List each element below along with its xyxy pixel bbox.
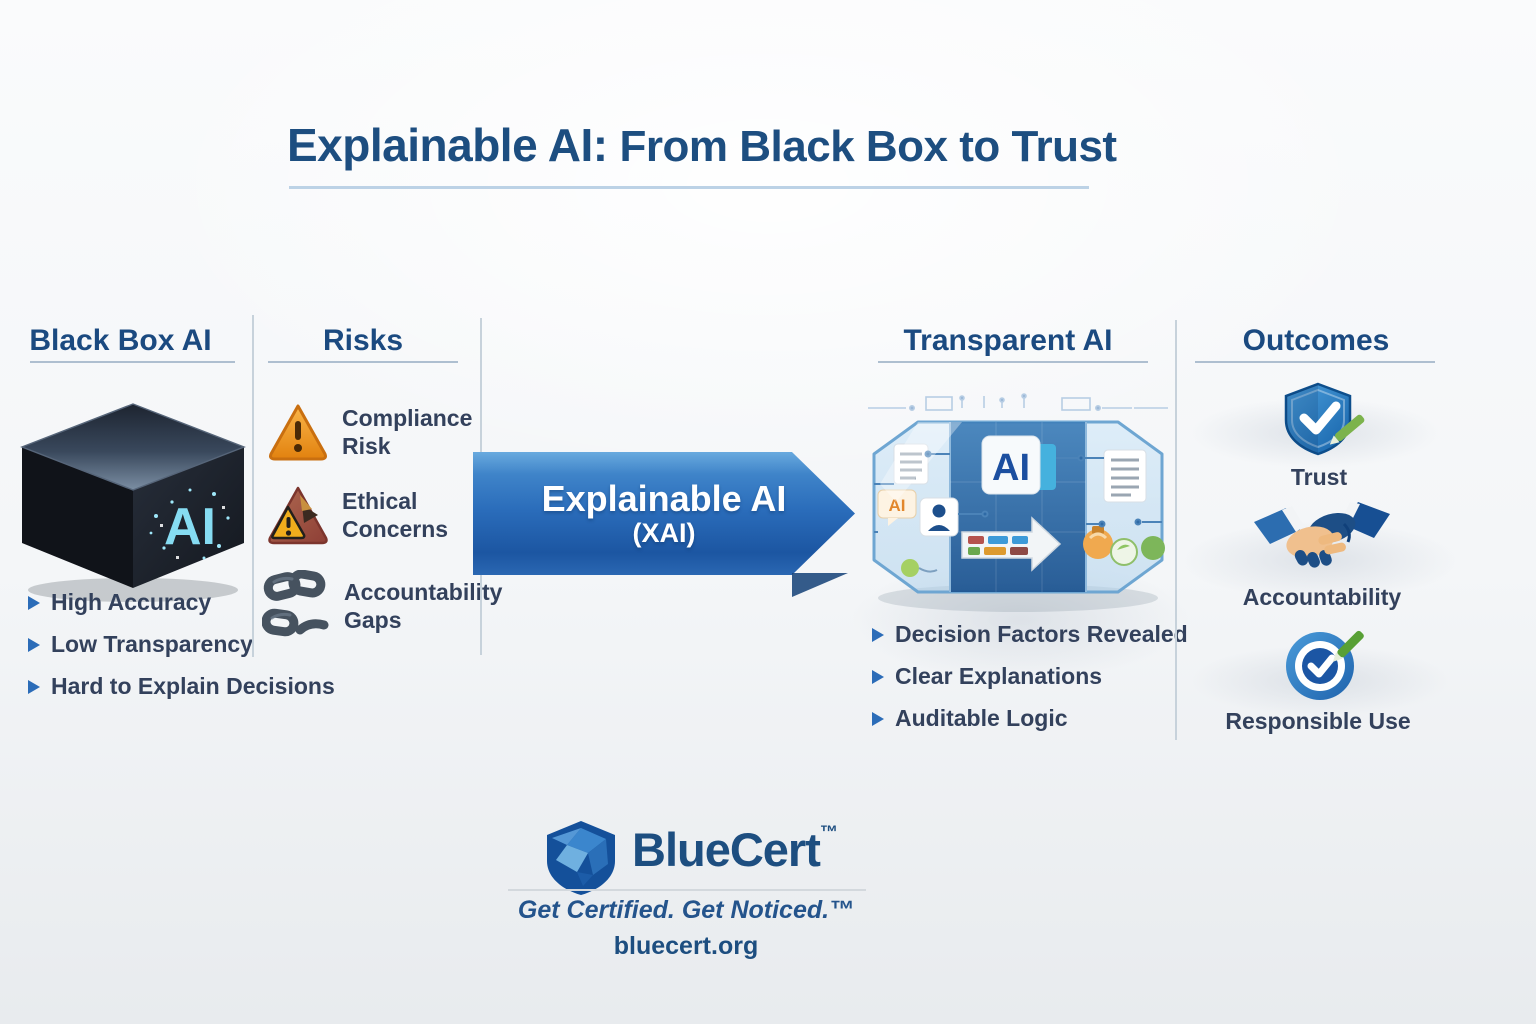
outcomes-column-header: Outcomes <box>1242 324 1390 357</box>
bluecert-logo <box>547 821 615 895</box>
circuit-decoration <box>868 393 1168 412</box>
outcome-label: Responsible Use <box>1225 708 1411 734</box>
title-underline <box>289 186 1089 189</box>
ai-tile-icon: AI <box>981 435 1056 495</box>
warning-triangle-icon <box>269 404 327 461</box>
column-divider <box>1175 320 1177 740</box>
cube-ai-label: AI <box>164 498 216 556</box>
arrow-fold-shadow <box>792 573 848 597</box>
risk-item: Compliance Risk <box>266 400 522 464</box>
svg-text:AI: AI <box>889 496 906 515</box>
black-box-column-header: Black Box AI <box>29 324 212 357</box>
ethics-warning-icon <box>268 486 328 545</box>
footer-divider <box>508 889 866 891</box>
decision-arrow-icon <box>961 516 1062 572</box>
check-circle-icon <box>1110 536 1165 566</box>
bullet-label: Decision Factors Revealed <box>895 621 1188 647</box>
transparent-ai-header-underline <box>878 361 1148 363</box>
list-item: Auditable Logic <box>872 705 1188 732</box>
shield-check-icon <box>1284 382 1365 456</box>
list-item: High Accuracy <box>28 589 335 616</box>
risk-label: Compliance Risk <box>342 405 473 459</box>
arrow-label-line1: Explainable AI <box>541 477 787 519</box>
risks-column-header: Risks <box>322 324 404 357</box>
list-item: Low Transparency <box>28 631 335 658</box>
bullet-label: Hard to Explain Decisions <box>51 673 335 699</box>
list-item: Hard to Explain Decisions <box>28 673 335 700</box>
speech-bubble-icon: AI <box>877 489 917 526</box>
risk-label: Ethical Concerns <box>342 488 449 542</box>
target-check-icon <box>1286 630 1364 700</box>
svg-text:AI: AI <box>992 447 1030 489</box>
green-pen-icon <box>1329 414 1365 445</box>
xai-arrow-banner: Explainable AI (XAI) <box>473 452 855 575</box>
document-icon <box>893 443 929 485</box>
bullet-arrow-icon <box>28 595 40 610</box>
list-item: Clear Explanations <box>872 663 1188 690</box>
page-title: Explainable AI:From Black Box to Trust <box>287 118 1117 172</box>
broken-chain-icon <box>262 570 329 637</box>
risk-label: Accountability Gaps <box>344 579 503 633</box>
risk-item: Accountability Gaps <box>262 570 524 642</box>
document-icon <box>1103 449 1147 503</box>
bullet-label: High Accuracy <box>51 589 212 615</box>
black-box-cube-icon: AI <box>20 403 246 602</box>
bullet-arrow-icon <box>872 669 884 684</box>
column-divider <box>252 315 254 657</box>
outcome-label: Trust <box>1290 464 1348 490</box>
list-item: Decision Factors Revealed <box>872 621 1188 648</box>
footer-tagline: Get Certified. Get Noticed.™ <box>517 896 855 924</box>
outcomes-header-underline <box>1195 361 1435 363</box>
brand-name: BlueCert™ <box>632 822 838 876</box>
person-icon <box>919 497 959 537</box>
outcome-label: Accountability <box>1242 584 1402 610</box>
bullet-arrow-icon <box>872 627 884 642</box>
trademark-symbol: ™ <box>819 822 838 842</box>
green-dot-icon <box>901 559 919 577</box>
black-box-bullet-list: High Accuracy Low Transparency Hard to E… <box>28 589 335 700</box>
footer-url: bluecert.org <box>613 932 759 960</box>
title-rest: From Black Box to Trust <box>619 122 1118 171</box>
handshake-icon <box>1254 502 1390 568</box>
transparent-ai-illustration: AI AI <box>868 393 1168 612</box>
arrow-label-line2: (XAI) <box>632 517 696 548</box>
title-lead: Explainable AI: <box>287 119 608 171</box>
black-box-header-underline <box>30 361 235 363</box>
bullet-arrow-icon <box>28 637 40 652</box>
bullet-label: Low Transparency <box>51 631 253 657</box>
bullet-arrow-icon <box>28 679 40 694</box>
bullet-label: Auditable Logic <box>895 705 1068 731</box>
bullet-arrow-icon <box>872 711 884 726</box>
bulb-icon <box>1083 526 1113 559</box>
transparent-ai-column-header: Transparent AI <box>903 324 1113 357</box>
transparent-ai-bullet-list: Decision Factors Revealed Clear Explanat… <box>872 621 1188 732</box>
bullet-label: Clear Explanations <box>895 663 1103 689</box>
risk-item: Ethical Concerns <box>266 483 522 547</box>
risks-header-underline <box>268 361 458 363</box>
